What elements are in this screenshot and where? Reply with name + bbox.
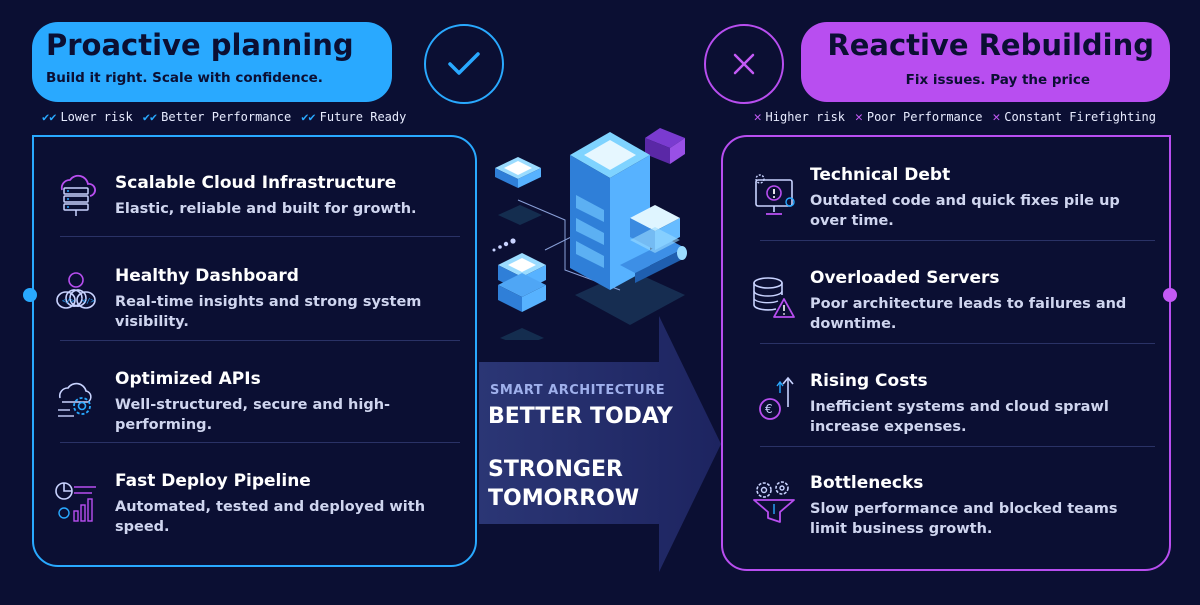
tag-better-performance: ✔✔Better Performance <box>142 110 292 124</box>
divider <box>60 340 460 341</box>
x-mark-icon: ✕ <box>992 109 1001 125</box>
tag-lower-risk: ✔✔Lower risk <box>42 110 133 124</box>
cloud-server-icon <box>60 174 96 216</box>
smart-architecture-label: SMART ARCHITECTURE <box>490 383 666 398</box>
proactive-header: Proactive planning Build it right. Scale… <box>32 22 392 102</box>
tag-higher-risk: ✕Higher risk <box>753 109 846 125</box>
divider <box>760 240 1155 241</box>
divider <box>60 236 460 237</box>
reactive-header: Reactive Rebuilding Fix issues. Pay the … <box>801 22 1170 102</box>
svg-text:</>: </> <box>62 297 75 305</box>
svg-text:</>: </> <box>82 297 95 305</box>
tag-poor-performance: ✕Poor Performance <box>855 109 983 125</box>
database-warning-icon <box>753 277 795 318</box>
x-mark-icon: ✕ <box>753 109 762 125</box>
item-desc: Elastic, reliable and built for growth. <box>115 201 417 217</box>
item-desc: Automated, tested and deployed with spee… <box>115 499 426 535</box>
x-mark-icon: ✕ <box>855 109 863 125</box>
proactive-tags: ✔✔Lower risk ✔✔Better Performance ✔✔Futu… <box>32 102 482 132</box>
gears-funnel-icon <box>753 481 795 523</box>
item-title: Fast Deploy Pipeline <box>115 471 311 491</box>
item-desc: Poor architecture leads to failures and … <box>810 296 1127 332</box>
progress-arrow <box>479 316 721 572</box>
item-desc: Slow performance and blocked teams limit… <box>810 501 1118 537</box>
item-title: Overloaded Servers <box>810 268 1000 288</box>
proactive-subtitle: Build it right. Scale with confidence. <box>46 70 323 86</box>
tag-future-ready: ✔✔Future Ready <box>301 110 407 124</box>
item-desc: Real-time insights and strong system vis… <box>115 294 422 330</box>
reactive-subtitle: Fix issues. Pay the price <box>905 72 1090 88</box>
item-desc: Outdated code and quick fixes pile up ov… <box>810 193 1120 229</box>
item-title: Optimized APIs <box>115 369 261 389</box>
panel-dot-left <box>23 288 37 302</box>
item-title: Scalable Cloud Infrastructure <box>115 173 397 193</box>
stronger-tomorrow-text: STRONGER TOMORROW <box>488 457 640 511</box>
divider <box>760 343 1155 344</box>
reactive-title: Reactive Rebuilding <box>827 28 1154 62</box>
proactive-panel <box>32 135 477 567</box>
item-title: Bottlenecks <box>810 473 924 493</box>
panel-dot-right <box>1163 288 1177 302</box>
item-title: Technical Debt <box>810 165 951 185</box>
tag-constant-firefighting: ✕Constant Firefighting <box>992 109 1156 125</box>
proactive-title: Proactive planning <box>46 28 354 62</box>
euro-coin-arrow-icon: € <box>759 376 794 420</box>
divider <box>760 446 1155 447</box>
reactive-panel <box>721 135 1171 571</box>
double-check-icon: ✔✔ <box>42 110 57 124</box>
item-desc: Inefficient systems and cloud sprawl inc… <box>810 399 1109 435</box>
better-today-label: BETTER TODAY <box>488 404 673 429</box>
divider <box>60 442 460 443</box>
double-check-icon: ✔✔ <box>142 110 158 124</box>
item-title: Rising Costs <box>810 371 928 391</box>
reactive-tags: ✕Higher risk ✕Poor Performance ✕Constant… <box>730 102 1170 132</box>
item-title: Healthy Dashboard <box>115 266 299 286</box>
item-desc: Well-structured, secure and high-perform… <box>115 397 391 433</box>
check-circle-icon <box>424 24 504 104</box>
stronger-tomorrow-label: STRONGER TOMORROW <box>488 455 658 513</box>
x-circle-icon <box>704 24 784 104</box>
isometric-server-illustration <box>492 128 687 340</box>
monitor-alert-icon <box>755 174 795 215</box>
pipeline-chart-icon <box>55 482 96 522</box>
double-check-icon: ✔✔ <box>301 110 316 124</box>
dashboard-loop-icon: </> </> <box>56 272 96 309</box>
cloud-gear-icon <box>58 382 92 417</box>
svg-text:€: € <box>765 402 773 416</box>
